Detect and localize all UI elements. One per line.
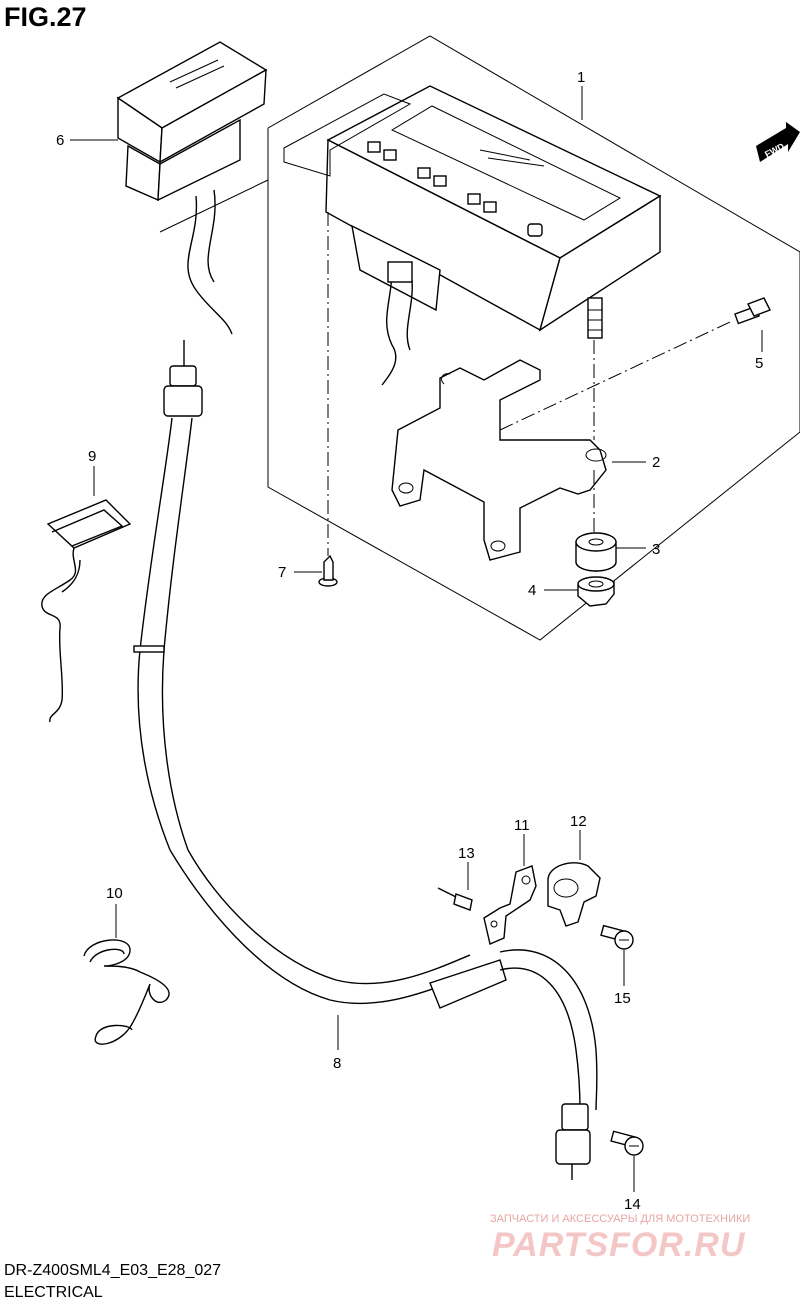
- screw-7: [318, 554, 338, 587]
- assembly-frame: [267, 35, 800, 641]
- bolt-5: [734, 297, 771, 325]
- callout-8: 8: [333, 1055, 341, 1072]
- callout-4: 4: [528, 582, 536, 599]
- figure-title: FIG.27: [4, 2, 87, 32]
- callout-11: 11: [514, 817, 530, 834]
- speedometer-cable: [133, 340, 598, 1180]
- cable-guide-9: [41, 499, 132, 723]
- indicator-housing: [116, 41, 269, 335]
- callout-14: 14: [624, 1196, 641, 1213]
- screw-14: [610, 1130, 644, 1156]
- screw-15: [600, 924, 634, 950]
- callout-1: 1: [577, 69, 585, 86]
- section-name: ELECTRICAL: [4, 1284, 103, 1301]
- callout-7: 7: [278, 564, 286, 581]
- model-code: DR-Z400SML4_E03_E28_027: [4, 1262, 222, 1279]
- watermark-logo: PARTSFOR.RU: [492, 1226, 746, 1264]
- forward-arrow-icon: FWD: [756, 122, 800, 162]
- callout-9: 9: [88, 448, 96, 465]
- callout-2: 2: [652, 454, 660, 471]
- callout-13: 13: [458, 845, 475, 862]
- callout-6: 6: [56, 132, 64, 149]
- nut: [577, 576, 615, 607]
- plate-11: [483, 865, 537, 945]
- callout-12: 12: [570, 813, 587, 830]
- callout-5: 5: [755, 355, 763, 372]
- callout-numbers: 1 2 3 4 5 6 7 8 9 10 11 12 13 14 15: [56, 69, 763, 1213]
- callout-leaders: [70, 86, 763, 1192]
- clamp-12: [547, 862, 601, 927]
- meter-assembly: [325, 85, 662, 386]
- grommet: [575, 532, 617, 572]
- callout-10: 10: [106, 885, 123, 902]
- meter-rear-frame: [283, 93, 412, 177]
- mounting-bracket: [391, 359, 607, 561]
- screw-13: [437, 887, 473, 911]
- watermark-tagline: ЗАПЧАСТИ И АКСЕССУАРЫ ДЛЯ МОТОТЕХНИКИ: [490, 1213, 751, 1225]
- callout-3: 3: [652, 541, 660, 558]
- alignment-lines: [327, 212, 731, 556]
- callout-15: 15: [614, 990, 631, 1007]
- wire-clamp-10: [83, 939, 170, 1045]
